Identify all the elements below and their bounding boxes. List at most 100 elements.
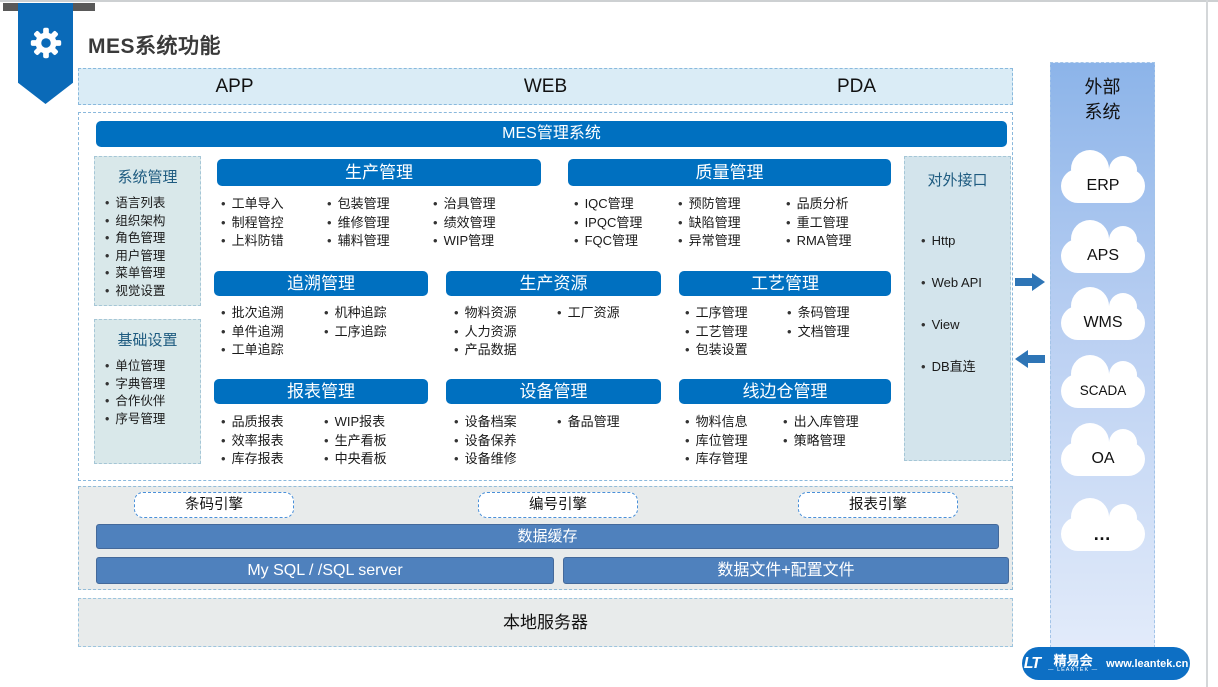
feature-item: 备品管理: [555, 413, 659, 432]
cloud-wms-label: WMS: [1083, 314, 1123, 331]
item-label: 视觉设置: [115, 283, 166, 298]
bullet-icon: [221, 341, 226, 360]
section-quality-header: 质量管理: [568, 159, 891, 186]
bullet-icon: [454, 432, 459, 451]
item-label: 异常管理: [688, 233, 741, 248]
bullet-icon: [324, 304, 329, 323]
bullet-icon: [105, 230, 109, 248]
item-label: 备品管理: [567, 414, 620, 429]
cloud-erp-label: ERP: [1086, 177, 1120, 194]
item-label: 中央看板: [334, 451, 387, 466]
item-label: 组织架构: [115, 213, 166, 228]
item-label: 品质报表: [231, 414, 284, 429]
item-label: Web API: [931, 275, 982, 290]
feature-item: 菜单管理: [103, 265, 200, 283]
bullet-icon: [324, 323, 329, 342]
item-label: 菜单管理: [115, 266, 166, 280]
feature-item: 包装管理: [325, 195, 431, 214]
bullet-icon: [921, 316, 926, 333]
bullet-icon: [787, 323, 792, 342]
section-process-items: 工序管理工艺管理包装设置 条码管理文档管理: [683, 304, 891, 360]
system-management-box: 系统管理 语言列表组织架构角色管理用户管理菜单管理视觉设置: [94, 156, 201, 306]
arrow-right-icon: [1015, 273, 1045, 291]
feature-item: 库存管理: [683, 450, 781, 469]
brand-url: www.leantek.cn: [1106, 657, 1189, 670]
cloud-more-label: …: [1093, 524, 1113, 544]
feature-item: 组织架构: [103, 213, 200, 231]
item-label: 库存报表: [231, 451, 284, 466]
item-label: 效率报表: [231, 432, 284, 448]
bullet-icon: [221, 450, 226, 469]
feature-item: 物料信息: [683, 413, 781, 432]
section-production-header: 生产管理: [217, 159, 541, 186]
item-label: 绩效管理: [443, 214, 496, 230]
bullet-icon: [921, 358, 926, 375]
feature-item: 制程管控: [219, 214, 325, 233]
bullet-icon: [221, 432, 226, 451]
feature-item: 辅料管理: [325, 232, 431, 251]
cloud-scada: SCADA: [1061, 355, 1145, 408]
title-ribbon: [18, 3, 73, 104]
bullet-icon: [433, 232, 438, 251]
item-label: View: [931, 317, 960, 332]
database-bar: My SQL / /SQL server: [96, 557, 554, 584]
bullet-icon: [685, 323, 690, 342]
feature-item: 品质分析: [784, 195, 888, 214]
feature-item: 重工管理: [784, 214, 888, 233]
item-label: 辅料管理: [337, 233, 390, 248]
feature-item: IPQC管理: [572, 214, 676, 233]
item-label: 序号管理: [115, 411, 166, 426]
item-label: 制程管控: [231, 214, 284, 230]
item-label: 物料信息: [695, 414, 748, 429]
numbering-engine-box: 编号引擎: [478, 492, 638, 518]
cloud-erp: ERP: [1061, 150, 1145, 203]
bullet-icon: [327, 232, 332, 251]
item-label: 条码管理: [797, 305, 850, 320]
interface-item: Http: [919, 232, 1010, 249]
section-quality-items: IQC管理IPQC管理FQC管理 预防管理缺陷管理异常管理 品质分析重工管理RM…: [572, 195, 891, 251]
bullet-icon: [574, 214, 579, 233]
item-label: 单件追溯: [231, 323, 284, 339]
mes-system-title-bar: MES管理系统: [96, 121, 1007, 147]
feature-item: 物料资源: [452, 304, 555, 323]
feature-item: 工单追踪: [219, 341, 322, 360]
feature-item: 工序管理: [683, 304, 785, 323]
bullet-icon: [105, 283, 109, 301]
bullet-icon: [678, 195, 683, 214]
page-edge-top: [0, 0, 1218, 2]
bullet-icon: [921, 274, 926, 291]
cloud-scada-label: SCADA: [1079, 383, 1127, 398]
item-label: 上料防错: [231, 233, 284, 248]
brand-name: 精易会: [1053, 652, 1093, 668]
brand-subtitle: — LEANTEK —: [1048, 666, 1099, 673]
feature-item: 机种追踪: [322, 304, 427, 323]
item-label: RMA管理: [796, 233, 852, 248]
bullet-icon: [574, 195, 579, 214]
bullet-icon: [105, 358, 109, 376]
bullet-icon: [324, 450, 329, 469]
bullet-icon: [454, 304, 459, 323]
page-edge-right: [1206, 0, 1208, 687]
feature-item: 语言列表: [103, 195, 200, 213]
bullet-icon: [221, 195, 226, 214]
item-label: 工厂资源: [567, 305, 620, 320]
feature-item: IQC管理: [572, 195, 676, 214]
item-label: 工序管理: [695, 305, 748, 320]
item-label: IQC管理: [584, 196, 634, 211]
feature-item: 包装设置: [683, 341, 785, 360]
cloud-aps: APS: [1061, 220, 1145, 273]
feature-item: 批次追溯: [219, 304, 322, 323]
bullet-icon: [454, 450, 459, 469]
item-label: WIP报表: [334, 414, 386, 429]
bullet-icon: [324, 413, 329, 432]
local-server-bar: 本地服务器: [78, 598, 1013, 647]
bullet-icon: [786, 232, 791, 251]
item-label: 文档管理: [797, 323, 850, 339]
bullet-icon: [787, 304, 792, 323]
terminal-pda: PDA: [836, 75, 877, 97]
bullet-icon: [685, 450, 690, 469]
item-label: 缺陷管理: [688, 214, 741, 230]
section-process-header: 工艺管理: [679, 271, 891, 296]
bullet-icon: [433, 214, 438, 233]
system-management-title: 系统管理: [117, 169, 178, 186]
